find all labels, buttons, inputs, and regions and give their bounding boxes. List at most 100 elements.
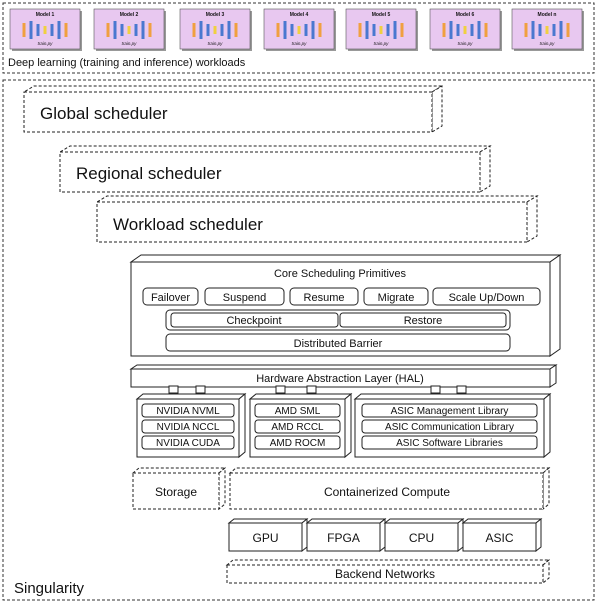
regional-scheduler-label: Regional scheduler xyxy=(76,164,222,183)
workload-scheduler-label: Workload scheduler xyxy=(113,215,263,234)
nn-layer xyxy=(470,24,474,36)
nn-layer xyxy=(120,24,124,36)
primitive-box xyxy=(363,287,429,306)
primitive-box xyxy=(432,287,541,306)
model-file: train.py xyxy=(458,41,474,46)
nn-layer xyxy=(372,24,376,36)
hal-label: Hardware Abstraction Layer (HAL) xyxy=(256,373,424,385)
regional-scheduler: Regional scheduler xyxy=(58,145,492,193)
model-file: train.py xyxy=(374,41,390,46)
global-scheduler-label: Global scheduler xyxy=(40,104,168,123)
device-label: CPU xyxy=(409,531,434,545)
restore-box xyxy=(339,312,507,328)
nn-layer xyxy=(358,23,362,37)
networks-label: Backend Networks xyxy=(335,567,435,581)
nn-layer xyxy=(206,24,210,36)
device-label: ASIC xyxy=(485,531,513,545)
library-box xyxy=(361,435,538,450)
neural-network-icon xyxy=(442,21,488,39)
nn-layer xyxy=(141,21,145,39)
checkpoint-box xyxy=(170,312,339,328)
nn-layer xyxy=(64,23,68,37)
library-box xyxy=(361,403,538,418)
nn-layer xyxy=(283,21,287,39)
nn-layer xyxy=(379,26,383,34)
nn-layer xyxy=(552,24,556,36)
nn-layer xyxy=(234,23,238,37)
nn-layer xyxy=(127,26,131,34)
neural-network-icon xyxy=(192,21,238,39)
nn-layer xyxy=(449,21,453,39)
nn-layer xyxy=(57,21,61,39)
hal-connector xyxy=(306,385,317,394)
backend-networks: Backend Networks xyxy=(225,558,551,585)
nn-layer xyxy=(50,24,54,36)
nn-layer xyxy=(134,24,138,36)
compute-box: Containerized Compute xyxy=(228,466,551,511)
global-scheduler: Global scheduler xyxy=(22,85,444,133)
nn-layer xyxy=(463,26,467,34)
nn-layer xyxy=(113,21,117,39)
library-label: AMD ROCM xyxy=(270,438,326,449)
compute-label: Containerized Compute xyxy=(324,485,450,499)
library-box xyxy=(361,419,538,434)
core-title: Core Scheduling Primitives xyxy=(274,268,407,280)
hal-connector xyxy=(275,385,286,394)
nn-layer xyxy=(148,23,152,37)
nn-layer xyxy=(22,23,26,37)
barrier-box xyxy=(165,333,511,352)
nn-layer xyxy=(477,21,481,39)
library-box xyxy=(254,435,341,450)
nn-layer xyxy=(199,21,203,39)
neural-network-icon xyxy=(524,21,570,39)
system-name: Singularity xyxy=(14,580,85,597)
device-label: GPU xyxy=(252,531,278,545)
nn-layer xyxy=(43,26,47,34)
library-box xyxy=(141,435,235,450)
singularity-panel xyxy=(2,79,595,601)
primitive-box xyxy=(289,287,359,306)
hal-connector xyxy=(430,385,441,394)
nn-layer xyxy=(213,26,217,34)
model-card: Model n train.py xyxy=(511,8,584,51)
primitive-label: Scale Up/Down xyxy=(449,292,525,304)
library-box xyxy=(141,419,235,434)
neural-network-icon xyxy=(358,21,404,39)
workloads-panel xyxy=(2,2,595,74)
workload-scheduler: Workload scheduler xyxy=(95,195,539,243)
nn-layer xyxy=(311,21,315,39)
device-label: FPGA xyxy=(327,531,360,545)
model-file: train.py xyxy=(292,41,308,46)
library-label: ASIC Management Library xyxy=(391,406,509,417)
nn-layer xyxy=(531,21,535,39)
model-file: train.py xyxy=(540,41,556,46)
nn-layer xyxy=(318,23,322,37)
model-file: train.py xyxy=(208,41,224,46)
nn-layer xyxy=(290,24,294,36)
neural-network-icon xyxy=(22,21,68,39)
model-file: train.py xyxy=(38,41,54,46)
library-label: NVIDIA CUDA xyxy=(156,438,220,449)
nn-layer xyxy=(538,24,542,36)
workloads-caption: Deep learning (training and inference) w… xyxy=(8,57,246,69)
model-name: Model n xyxy=(538,12,557,18)
nn-layer xyxy=(442,23,446,37)
library-label: NVIDIA NCCL xyxy=(157,422,220,433)
nn-layer xyxy=(400,23,404,37)
nn-layer xyxy=(304,24,308,36)
nn-layer xyxy=(106,23,110,37)
hal-layer: Hardware Abstraction Layer (HAL) xyxy=(129,364,558,394)
device-boxes: GPU FPGA CPU ASIC xyxy=(227,517,543,553)
device-box: ASIC xyxy=(461,517,543,553)
hal-connector xyxy=(195,385,206,394)
